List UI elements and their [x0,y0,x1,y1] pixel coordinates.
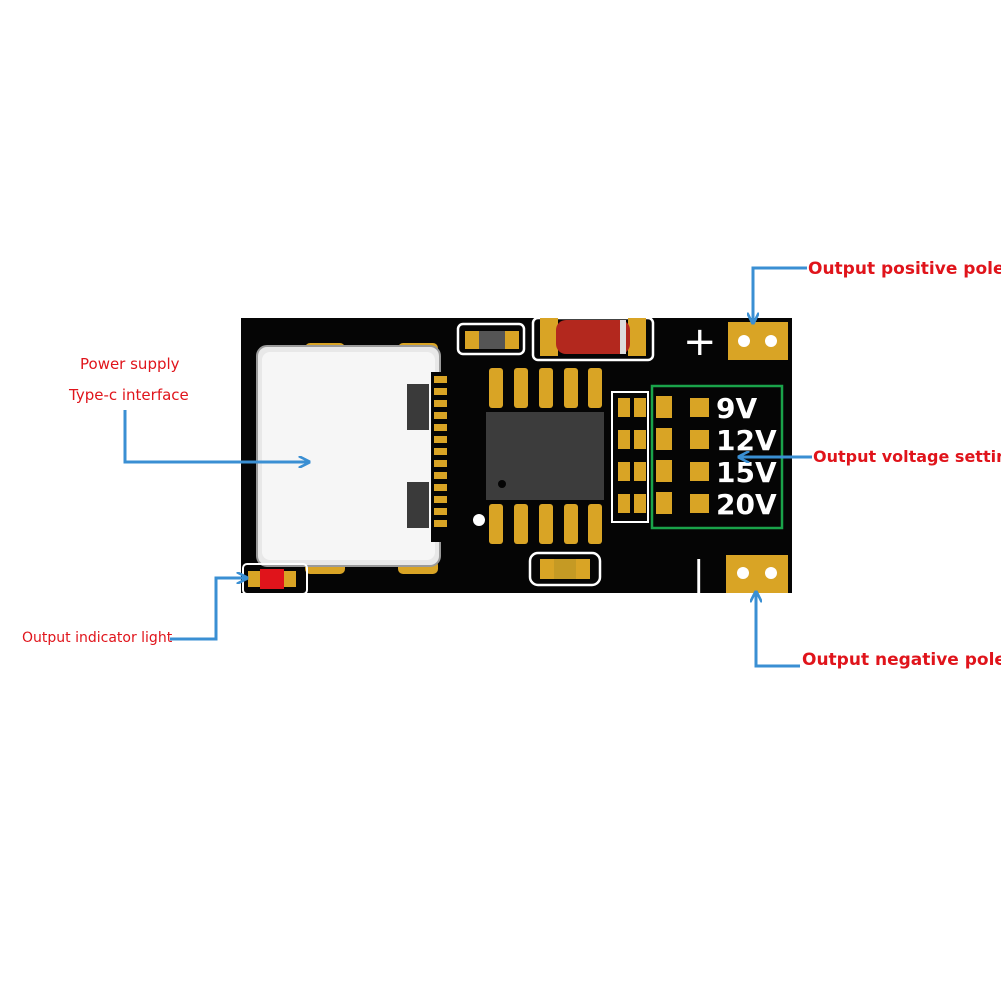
diode [531,316,655,362]
output-positive-terminal [728,322,788,360]
voltage-label-12v: 12V [716,424,777,457]
smd-capacitor-bottom [528,551,602,587]
ic-chip [473,368,604,544]
label-output-negative-pole: Output negative pole [802,650,1001,670]
arrow-icon [753,266,807,322]
minus-sign: | [693,554,704,594]
voltage-label-20v: 20V [716,488,777,521]
arrow-icon [123,410,308,462]
voltage-selector: 9V 12V 15V 20V [650,384,784,530]
label-output-voltage-setting: Output voltage setting [813,447,1001,466]
plus-sign: + [683,319,717,365]
label-power-supply: Power supply [80,355,180,373]
label-type-c-interface: Type-c interface [69,386,189,404]
voltage-label-15v: 15V [716,456,777,489]
type-c-connector [256,343,451,574]
label-output-positive-pole: Output positive pole [808,259,1001,279]
label-output-indicator-light: Output indicator light [22,630,173,646]
resistor-array [611,391,649,523]
arrow-icon [170,578,246,641]
output-negative-terminal [726,555,788,593]
smd-capacitor-top [456,322,526,356]
arrow-icon [756,593,800,668]
indicator-led [242,563,308,595]
voltage-label-9v: 9V [716,392,757,425]
